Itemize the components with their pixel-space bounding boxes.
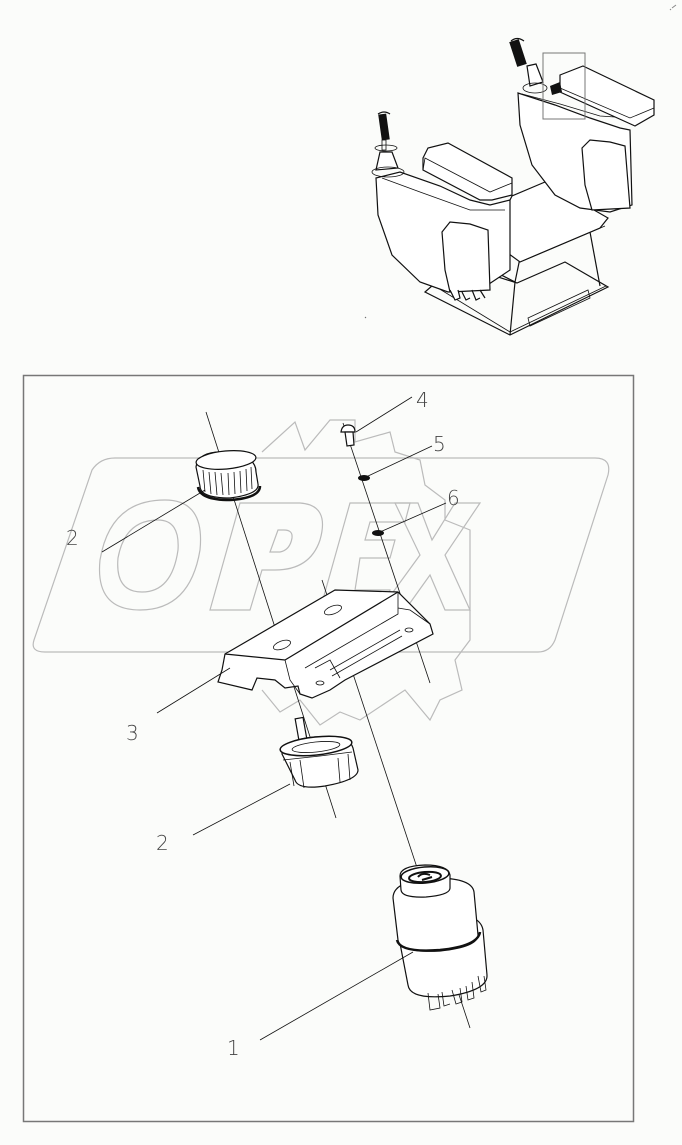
callout-leaders <box>101 396 447 1041</box>
part-knob-base <box>279 716 359 789</box>
part-knob-cap <box>195 450 262 502</box>
highlight-box <box>542 52 586 120</box>
callout-6: 6 <box>447 486 460 510</box>
callout-1: 1 <box>227 1036 240 1060</box>
corner-mark <box>669 4 677 11</box>
callout-4: 4 <box>416 388 429 412</box>
callout-5: 5 <box>433 432 446 456</box>
overview-console-assembly <box>364 37 655 336</box>
part-screw <box>340 424 356 447</box>
part-mounting-bracket <box>217 589 434 699</box>
part-switch-body <box>392 864 488 1011</box>
callout-2-cap: 2 <box>66 526 79 550</box>
callout-2-base: 2 <box>156 831 169 855</box>
opex-watermark <box>32 419 610 726</box>
callout-3: 3 <box>126 721 139 745</box>
detail-frame <box>22 374 635 1123</box>
